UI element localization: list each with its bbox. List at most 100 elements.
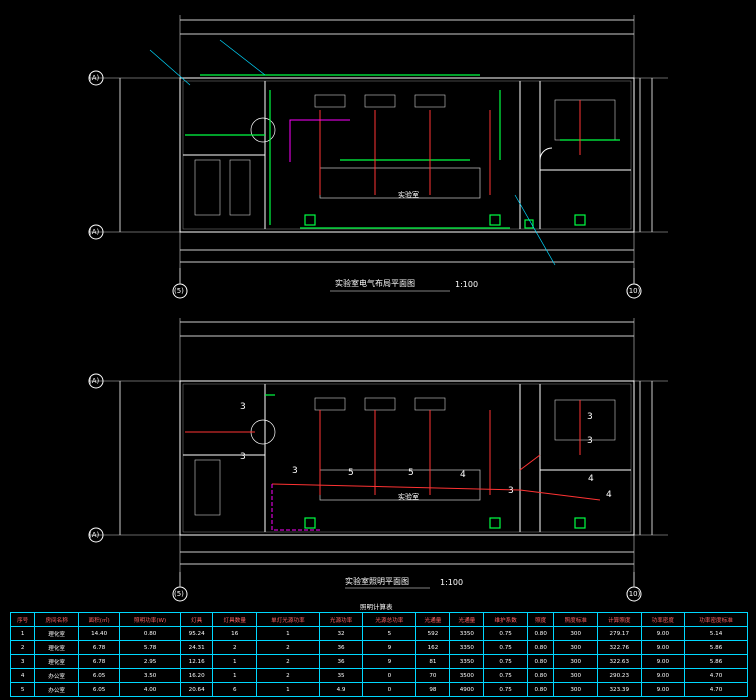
table-cell: 36 — [318, 640, 364, 655]
schedule-title: 照明计算表 — [360, 603, 393, 611]
table-header-cell: 房间名称 — [34, 612, 79, 627]
plan2-title: 实验室照明平面图 — [345, 577, 409, 586]
table-header-cell: 光源功率 — [318, 612, 364, 627]
circuit-number: 4 — [460, 470, 466, 480]
table-cell: 3.50 — [119, 668, 181, 683]
table-cell: 0.80 — [526, 668, 555, 683]
plan1-axis-bottom: (A) — [89, 228, 100, 236]
table-cell: 4.70 — [684, 668, 748, 683]
table-cell: 95.24 — [179, 626, 214, 641]
table-cell: 3 — [9, 654, 36, 669]
table-cell: 2 — [256, 640, 320, 655]
table-cell: 3350 — [449, 654, 485, 669]
table-header-cell: 光通量 — [415, 612, 451, 627]
plan1-room-label: 实验室 — [398, 191, 419, 199]
table-cell: 4.9 — [318, 682, 364, 697]
table-cell: 322.63 — [596, 654, 642, 669]
table-cell: 279.17 — [596, 626, 642, 641]
plan1-axis-top: (A) — [89, 74, 100, 82]
table-header-cell: 照度 — [526, 612, 555, 627]
table-header-cell: 面积(㎡) — [77, 612, 121, 627]
table-cell: 20.64 — [179, 682, 214, 697]
plan2-scale: 1:100 — [440, 578, 464, 587]
table-cell: 办公室 — [34, 668, 79, 683]
circuit-number: 5 — [408, 468, 414, 478]
table-cell: 5.78 — [119, 640, 181, 655]
plan2-room-label: 实验室 — [398, 493, 419, 501]
plan2-axis-right: (10) — [626, 590, 641, 598]
circuit-number: 3 — [240, 452, 246, 462]
table-cell: 9.00 — [640, 640, 686, 655]
plan2-axis-top: (A) — [89, 377, 100, 385]
table-cell: 0.80 — [526, 640, 555, 655]
plan1-scale: 1:100 — [455, 280, 479, 289]
table-header-cell: 功率密度标准 — [684, 612, 748, 627]
lighting-plan — [88, 318, 668, 602]
table-cell: 6.78 — [77, 654, 121, 669]
table-cell: 322.76 — [596, 640, 642, 655]
table-cell: 0.80 — [526, 626, 555, 641]
table-cell: 300 — [553, 626, 598, 641]
table-cell: 6.78 — [77, 640, 121, 655]
table-cell: 0.80 — [119, 626, 181, 641]
table-cell: 0.80 — [526, 654, 555, 669]
table-cell: 5 — [362, 626, 417, 641]
table-cell: 4.70 — [684, 682, 748, 697]
table-cell: 5.86 — [684, 654, 748, 669]
table-cell: 9 — [362, 654, 417, 669]
table-cell: 16 — [212, 626, 258, 641]
circuit-number: 4 — [588, 474, 594, 484]
table-cell: 4 — [9, 668, 36, 683]
table-cell: 5 — [9, 682, 36, 697]
table-cell: 理化室 — [34, 654, 79, 669]
table-cell: 0.75 — [483, 682, 528, 697]
table-cell: 9 — [362, 640, 417, 655]
circuit-number: 3 — [292, 466, 298, 476]
table-cell: 1 — [212, 654, 258, 669]
plan1-axis-left: (5) — [174, 287, 184, 295]
table-cell: 0.80 — [526, 682, 555, 697]
table-cell: 81 — [415, 654, 451, 669]
table-cell: 24.31 — [179, 640, 214, 655]
table-cell: 0.75 — [483, 654, 528, 669]
table-cell: 300 — [553, 668, 598, 683]
table-cell: 2 — [256, 668, 320, 683]
table-cell: 5.14 — [684, 626, 748, 641]
table-header-cell: 光源总功率 — [362, 612, 417, 627]
table-cell: 1 — [256, 626, 320, 641]
table-cell: 0.75 — [483, 640, 528, 655]
table-cell: 2.95 — [119, 654, 181, 669]
table-cell: 592 — [415, 626, 451, 641]
table-cell: 办公室 — [34, 682, 79, 697]
plan1-title: 实验室电气布局平面图 — [335, 279, 415, 288]
table-cell: 6.05 — [77, 682, 121, 697]
table-cell: 1 — [256, 682, 320, 697]
circuit-number: 3 — [508, 486, 514, 496]
table-cell: 2 — [9, 640, 36, 655]
table-header-cell: 维护系数 — [483, 612, 528, 627]
table-header-cell: 灯具 — [179, 612, 214, 627]
circuit-number: 5 — [348, 468, 354, 478]
table-cell: 300 — [553, 654, 598, 669]
table-header-row: 序号房间名称面积(㎡)照明功率(W)灯具灯具数量单灯光源功率光源功率光源总功率光… — [9, 612, 748, 627]
plan1-axis-right: (10) — [626, 287, 641, 295]
table-cell: 0.75 — [483, 668, 528, 683]
table-cell: 0.75 — [483, 626, 528, 641]
table-cell: 6.05 — [77, 668, 121, 683]
table-cell: 36 — [318, 654, 364, 669]
table-cell: 2 — [256, 654, 320, 669]
table-cell: 162 — [415, 640, 451, 655]
table-cell: 300 — [553, 640, 598, 655]
table-cell: 5.86 — [684, 640, 748, 655]
table-header-cell: 计算照度 — [596, 612, 642, 627]
table-cell: 70 — [415, 668, 451, 683]
table-cell: 9.00 — [640, 654, 686, 669]
table-cell: 98 — [415, 682, 451, 697]
table-cell: 16.20 — [179, 668, 214, 683]
table-header-cell: 照度标准 — [553, 612, 598, 627]
table-cell: 35 — [318, 668, 364, 683]
table-cell: 0 — [362, 668, 417, 683]
